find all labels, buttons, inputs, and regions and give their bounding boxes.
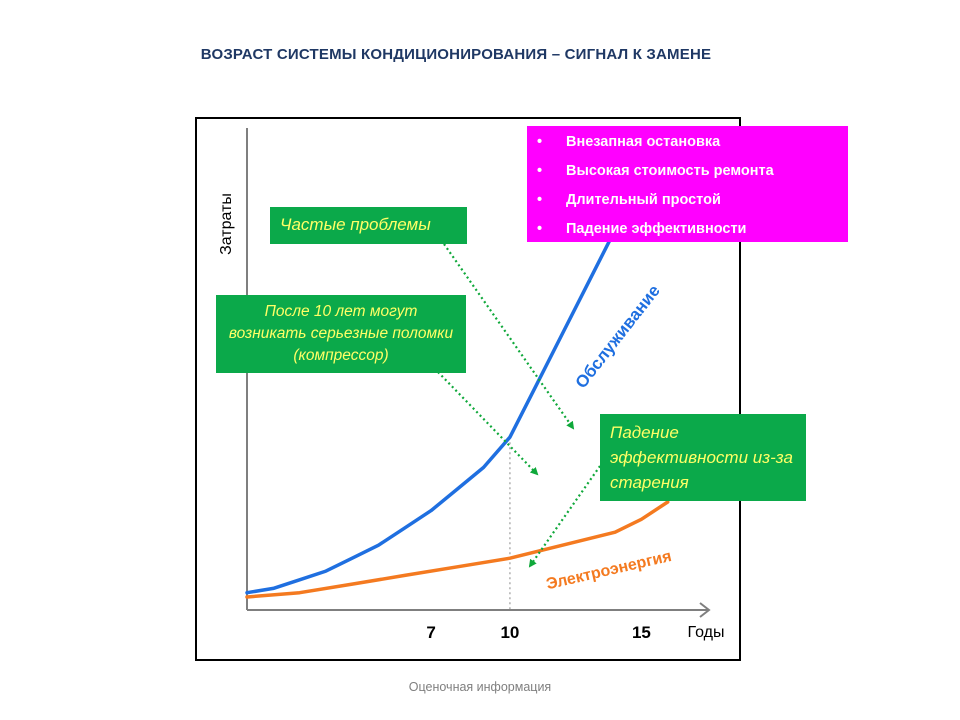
x-axis-arrow-icon [699, 602, 711, 618]
x-tick-label: 15 [632, 623, 651, 642]
y-axis-label: Затраты [218, 193, 235, 255]
risk-item-label: Внезапная остановка [566, 134, 721, 150]
x-axis-label: Годы [688, 624, 725, 641]
bullet-icon: • [537, 192, 543, 208]
risk-item: • Длительный простой [527, 186, 848, 215]
bullet-icon: • [537, 163, 543, 179]
series-line-1 [245, 500, 670, 599]
x-tick-label: 10 [500, 623, 519, 642]
series-label-energy: Электроэнергия [545, 548, 674, 593]
x-tick-label: 7 [426, 623, 435, 642]
bullet-icon: • [537, 134, 543, 150]
risk-item-label: Длительный простой [566, 192, 721, 208]
chart-frame [195, 117, 741, 661]
risk-item: • Падение эффективности [527, 215, 848, 244]
risk-list-box: • Внезапная остановка • Высокая стоимость … [527, 126, 848, 242]
bullet-icon: • [537, 221, 543, 237]
callout-arrow-icon [437, 371, 539, 476]
callout-efficiency-drop: Падение эффективности из-за старения [600, 414, 806, 501]
callout-arrow-icon [528, 465, 601, 568]
risk-item: • Высокая стоимость ремонта [527, 157, 848, 186]
slide-title: ВОЗРАСТ СИСТЕМЫ КОНДИЦИОНИРОВАНИЯ – СИГН… [200, 46, 712, 63]
risk-item: • Внезапная остановка [527, 128, 848, 157]
risk-item-label: Высокая стоимость ремонта [566, 163, 774, 179]
callout-after-10-years: После 10 лет могут возникать серьезные п… [216, 295, 466, 373]
callout-frequent-problems: Частые проблемы [270, 207, 467, 244]
footer-note: Оценочная информация [408, 680, 552, 694]
risk-item-label: Падение эффективности [566, 221, 747, 237]
risk-list: • Внезапная остановка • Высокая стоимость … [527, 128, 848, 244]
series-line-0 [245, 128, 670, 595]
series-label-maintenance: Обслуживание [572, 281, 664, 392]
